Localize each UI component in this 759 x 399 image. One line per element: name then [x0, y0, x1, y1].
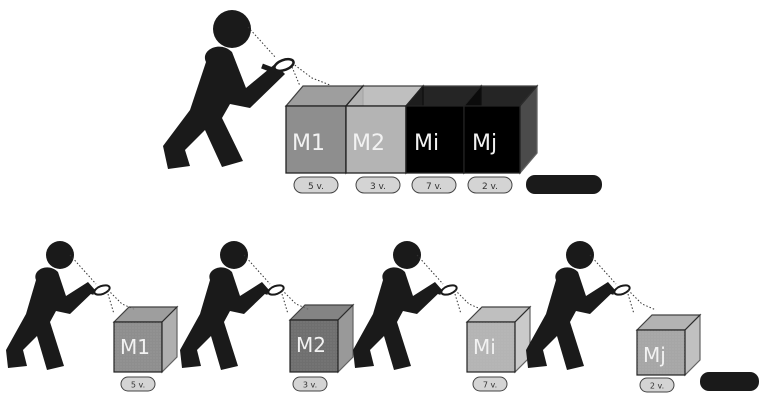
- top-row: M1 M2 Mi Mj 5 v. 3 v.: [163, 10, 602, 194]
- badge-mi-text: 7 v.: [426, 182, 442, 192]
- badge-text: 7 v.: [483, 381, 497, 390]
- badge: 2 v.: [640, 378, 674, 392]
- bottom-row: M1 5 v. M2 3 v. Mi 7 v. Mj 2 v.: [6, 241, 700, 392]
- badge: 7 v.: [473, 377, 507, 391]
- badge: 5 v.: [121, 377, 155, 391]
- cube-m1: M1: [114, 307, 177, 372]
- cube-mj: Mj: [464, 86, 537, 173]
- cube-mi-label: Mi: [414, 131, 439, 156]
- cube-label: Mi: [473, 335, 496, 359]
- cube-m2-label: M2: [352, 131, 385, 156]
- cube-label: Mj: [643, 343, 666, 367]
- badge-mi: 7 v.: [412, 177, 456, 193]
- badge: 3 v.: [293, 377, 327, 391]
- dark-badge: [526, 175, 602, 194]
- dark-badge-bottom: [700, 372, 759, 391]
- cube-m2: M2: [290, 305, 353, 372]
- bottom-unit-3: Mi 7 v.: [353, 241, 530, 391]
- badge-m1: 5 v.: [294, 177, 338, 193]
- badge-text: 5 v.: [131, 381, 145, 390]
- badge-mj-text: 2 v.: [482, 182, 498, 192]
- badge-m2: 3 v.: [356, 177, 400, 193]
- cube-mj-label: Mj: [472, 131, 497, 156]
- badge-m1-text: 5 v.: [308, 182, 324, 192]
- bottom-unit-4: Mj 2 v.: [526, 241, 700, 392]
- cube-m1-label: M1: [292, 131, 325, 156]
- person-magnifier-icon: [353, 241, 483, 370]
- cube-mi: Mi: [467, 307, 530, 372]
- badge-text: 2 v.: [650, 382, 664, 391]
- badge-mj: 2 v.: [468, 177, 512, 193]
- badge-text: 3 v.: [303, 381, 317, 390]
- cube-mj: Mj: [637, 315, 700, 375]
- bottom-unit-2: M2 3 v.: [180, 241, 353, 391]
- cube-label: M2: [296, 333, 326, 357]
- bottom-unit-1: M1 5 v.: [6, 241, 177, 391]
- badge-m2-text: 3 v.: [370, 182, 386, 192]
- cube-label: M1: [120, 335, 150, 359]
